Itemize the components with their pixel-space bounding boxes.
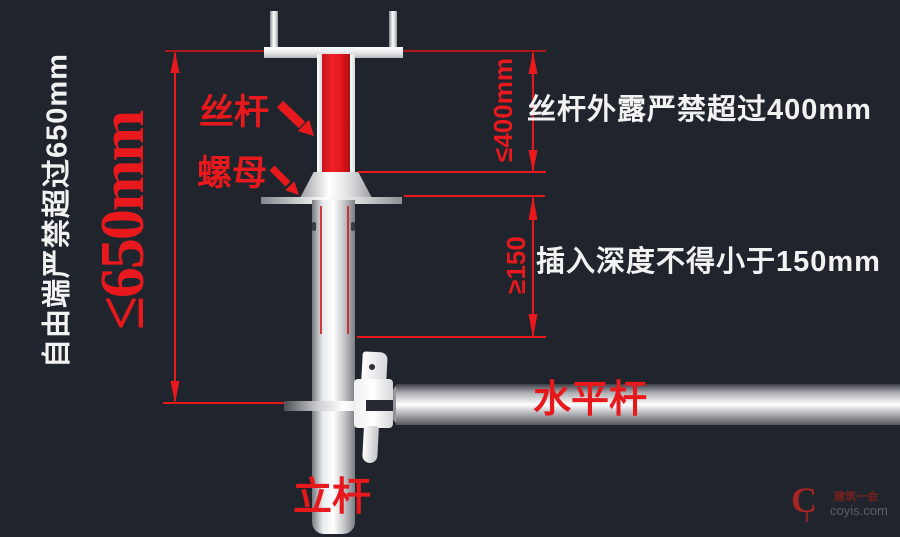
screw-callout-arrow-head <box>297 119 314 136</box>
wedge-clamp-hole <box>369 364 375 370</box>
arrow-150-up <box>528 196 538 220</box>
pole-pin-hole-left <box>312 222 316 231</box>
insertion-dimension: ≥150 <box>501 236 531 294</box>
horizontal-pole <box>396 384 900 425</box>
hidden-screw-line-right <box>347 206 349 334</box>
screw-callout-arrow-shaft <box>276 100 306 129</box>
free-end-dimension: ≤650mm <box>89 111 157 331</box>
watermark-site: coyis.com <box>830 503 888 518</box>
adjusting-nut <box>300 172 372 198</box>
rosette-disc <box>284 401 358 411</box>
u-head-plate <box>264 47 403 58</box>
dimension-arrowheads <box>170 51 538 403</box>
screw-rod-label: 丝杆 <box>199 93 270 132</box>
exposure-note: 丝杆外露严禁超过400mm <box>527 94 872 126</box>
screw-rod-left-edge <box>317 54 322 175</box>
screw-rod-right-edge <box>350 54 355 175</box>
hidden-screw-line-left <box>320 206 322 334</box>
arrow-400-down <box>528 150 538 173</box>
exposure-dimension: ≤400mm <box>488 58 518 162</box>
horizontal-bar-label: 水平杆 <box>533 379 648 421</box>
pole-pin-hole-right <box>351 222 355 231</box>
wedge-clamp-slot <box>366 400 393 411</box>
insertion-note: 插入深度不得小于150mm <box>536 246 881 278</box>
arrow-400-up <box>528 51 538 74</box>
u-head-left-prong <box>270 11 278 54</box>
arrow-150-down <box>528 314 538 338</box>
u-head-right-prong <box>389 11 397 54</box>
watermark-logo: C <box>791 480 817 520</box>
nut-label: 螺母 <box>197 154 268 193</box>
watermark-brand: 建筑一会 <box>834 491 878 503</box>
nut-callout-arrow-shaft <box>269 165 291 187</box>
free-end-note: 自由端严禁超过650mm <box>41 53 74 368</box>
arrow-650-up <box>170 51 180 73</box>
callout-arrows <box>269 100 314 195</box>
screw-rod <box>322 54 350 175</box>
nut-callout-arrow-head <box>285 181 299 195</box>
vertical-bar-label: 立杆 <box>293 476 372 519</box>
arrow-650-down <box>170 381 180 403</box>
watermark-logo-tick <box>806 512 808 522</box>
